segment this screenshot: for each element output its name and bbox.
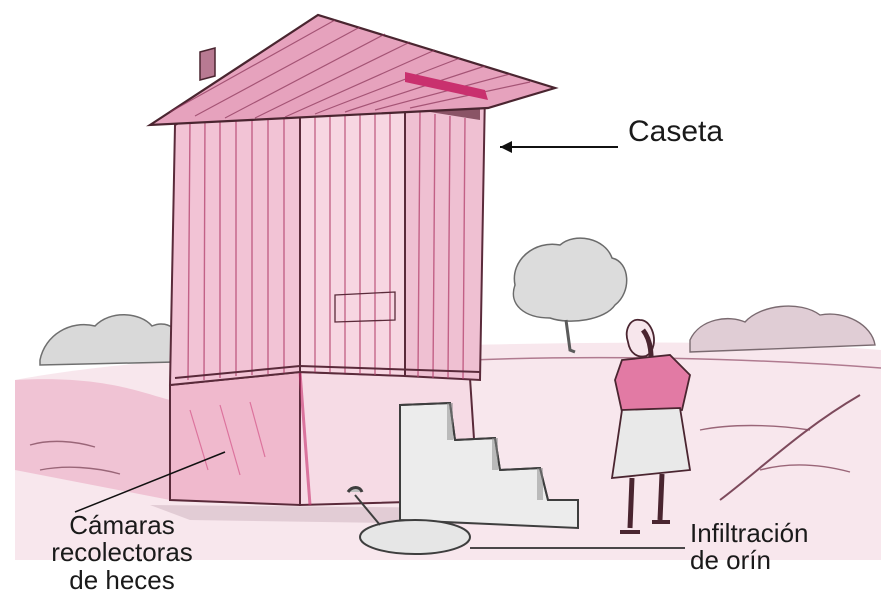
shed-roof — [150, 15, 555, 125]
infiltracion-label-line2: de orín — [690, 547, 809, 574]
camaras-label-line1: Cámaras — [22, 512, 222, 539]
camaras-label: Cámaras recolectoras de heces — [22, 512, 222, 594]
infiltracion-label: Infiltración de orín — [690, 520, 809, 575]
camaras-label-line2: recolectoras — [22, 539, 222, 566]
caseta-arrowhead — [500, 141, 512, 153]
camaras-label-line3: de heces — [22, 567, 222, 594]
caseta-label: Caseta — [628, 116, 723, 148]
infiltracion-label-line1: Infiltración — [690, 520, 809, 547]
